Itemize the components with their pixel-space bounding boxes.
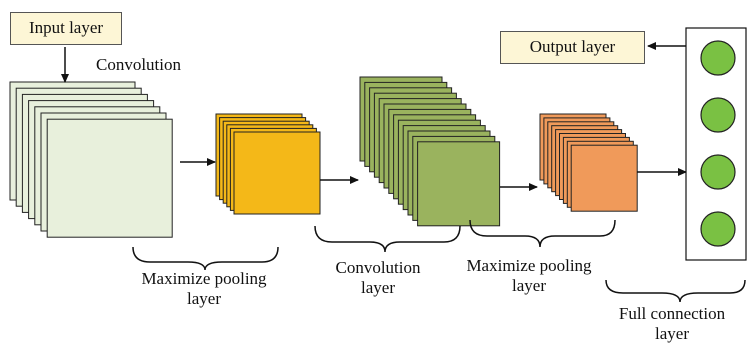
convolution-2-feature-maps-sheet — [417, 141, 501, 227]
full-connection-neurons — [700, 40, 736, 247]
brace-pool1 — [132, 246, 279, 271]
pooling-layer-1-line-2: layer — [187, 289, 221, 308]
pooling-1-feature-maps-sheet — [233, 131, 321, 215]
convolution-layer-line-1: Convolution — [335, 258, 421, 277]
input-feature-maps-sheet — [46, 118, 173, 238]
convolution-layer-line-2: layer — [361, 278, 395, 297]
output-layer-text: Output layer — [529, 37, 616, 56]
brace-pool2 — [469, 219, 616, 248]
pooling-layer-2-label: Maximize pooling layer — [446, 256, 612, 296]
input-layer-label: Input layer — [10, 12, 122, 45]
pooling-2-feature-maps-stack — [539, 113, 638, 212]
input-feature-maps-stack — [9, 81, 173, 238]
output-layer-label: Output layer — [500, 31, 645, 64]
pooling-layer-1-line-1: Maximize pooling — [141, 269, 267, 288]
pooling-layer-2-line-2: layer — [512, 276, 546, 295]
pooling-1-feature-maps-stack — [215, 113, 321, 215]
brace-fc — [605, 279, 746, 303]
fc-neuron — [700, 211, 736, 247]
fc-neuron — [700, 154, 736, 190]
convolution-layer-label: Convolution layer — [318, 258, 438, 298]
fc-neuron — [700, 97, 736, 133]
pooling-layer-1-label: Maximize pooling layer — [120, 269, 288, 309]
convolution-label: Convolution — [96, 55, 182, 74]
pooling-layer-2-line-1: Maximize pooling — [466, 256, 592, 275]
full-connection-line-2: layer — [655, 324, 689, 343]
input-layer-text: Input layer — [28, 18, 104, 37]
convolution-2-feature-maps-stack — [359, 76, 501, 227]
fc-neuron — [700, 40, 736, 76]
brace-conv2 — [314, 225, 461, 253]
pooling-2-feature-maps-sheet — [570, 144, 638, 212]
full-connection-layer-label: Full connection layer — [598, 304, 746, 344]
full-connection-line-1: Full connection — [618, 304, 726, 323]
